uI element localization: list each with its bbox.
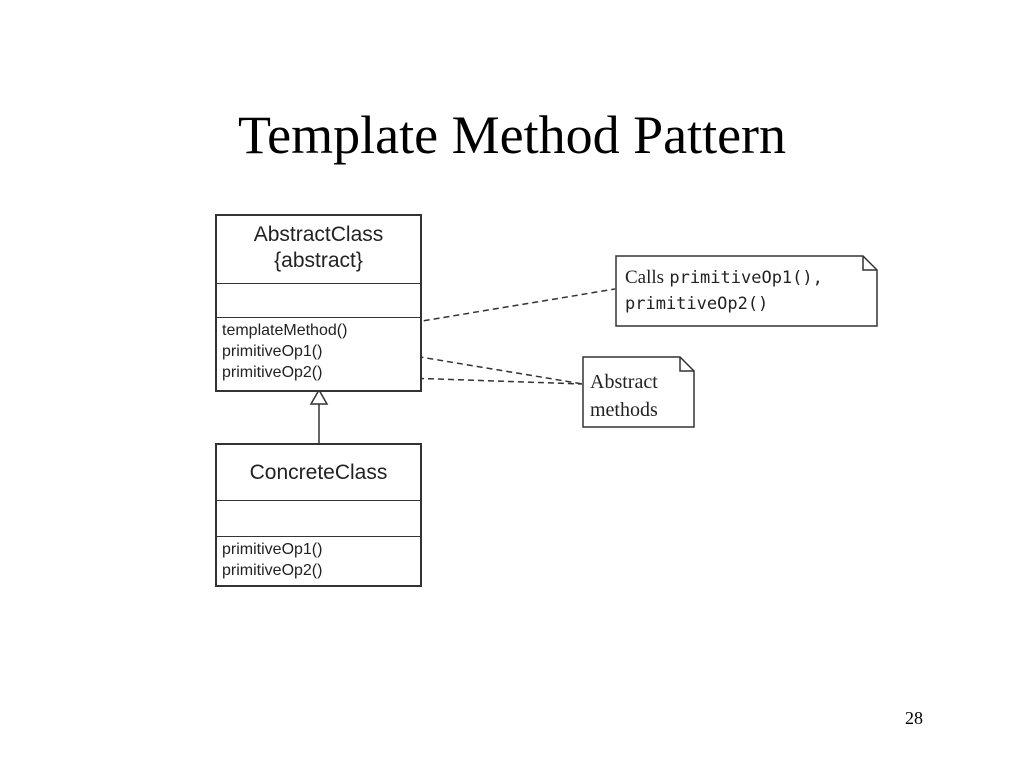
note-anchor-calls (403, 288, 616, 325)
operation-primitive-op1: primitiveOp1() (222, 541, 323, 558)
concrete-class-name: ConcreteClass (249, 461, 388, 484)
note-calls: Calls primitiveOp1(), primitiveOp2() (615, 255, 878, 327)
slide-title: Template Method Pattern (237, 105, 787, 165)
note-abstract-methods: Abstract methods (582, 356, 695, 428)
abstract-class-attributes-compartment (217, 284, 420, 318)
abstract-class-stereotype: {abstract} (274, 249, 363, 272)
abstract-class-operations-compartment: templateMethod() primitiveOp1() primitiv… (217, 318, 420, 390)
operation-primitive-op2: primitiveOp2() (222, 562, 323, 579)
operation-primitive-op2: primitiveOp2() (222, 364, 323, 381)
note-calls-code-line2: primitiveOp2() (625, 294, 769, 314)
note-calls-prefix: Calls (625, 267, 665, 288)
note-abstract-line1: Abstract (590, 371, 658, 393)
concrete-class-operations-compartment: primitiveOp1() primitiveOp2() (217, 537, 420, 585)
operation-template-method: templateMethod() (222, 322, 348, 339)
note-calls-outline (615, 255, 878, 327)
concrete-class-box: ConcreteClass primitiveOp1() primitiveOp… (215, 443, 422, 587)
note-abstract-outline (582, 356, 695, 428)
generalization-arrowhead (309, 388, 329, 405)
note-calls-code-line1: primitiveOp1(), (669, 268, 823, 288)
note-abstract-text: Abstract methods (590, 368, 658, 424)
operation-primitive-op1: primitiveOp1() (222, 343, 323, 360)
abstract-class-name: AbstractClass (253, 223, 384, 246)
abstract-class-name-compartment: AbstractClass {abstract} (217, 216, 420, 284)
note-calls-text: Calls primitiveOp1(), primitiveOp2() (625, 265, 823, 317)
abstract-class-box: AbstractClass {abstract} templateMethod(… (215, 214, 422, 392)
concrete-class-attributes-compartment (217, 501, 420, 537)
note-abstract-line2: methods (590, 399, 658, 421)
concrete-class-name-compartment: ConcreteClass (217, 445, 420, 501)
page-number: 28 (905, 708, 923, 728)
